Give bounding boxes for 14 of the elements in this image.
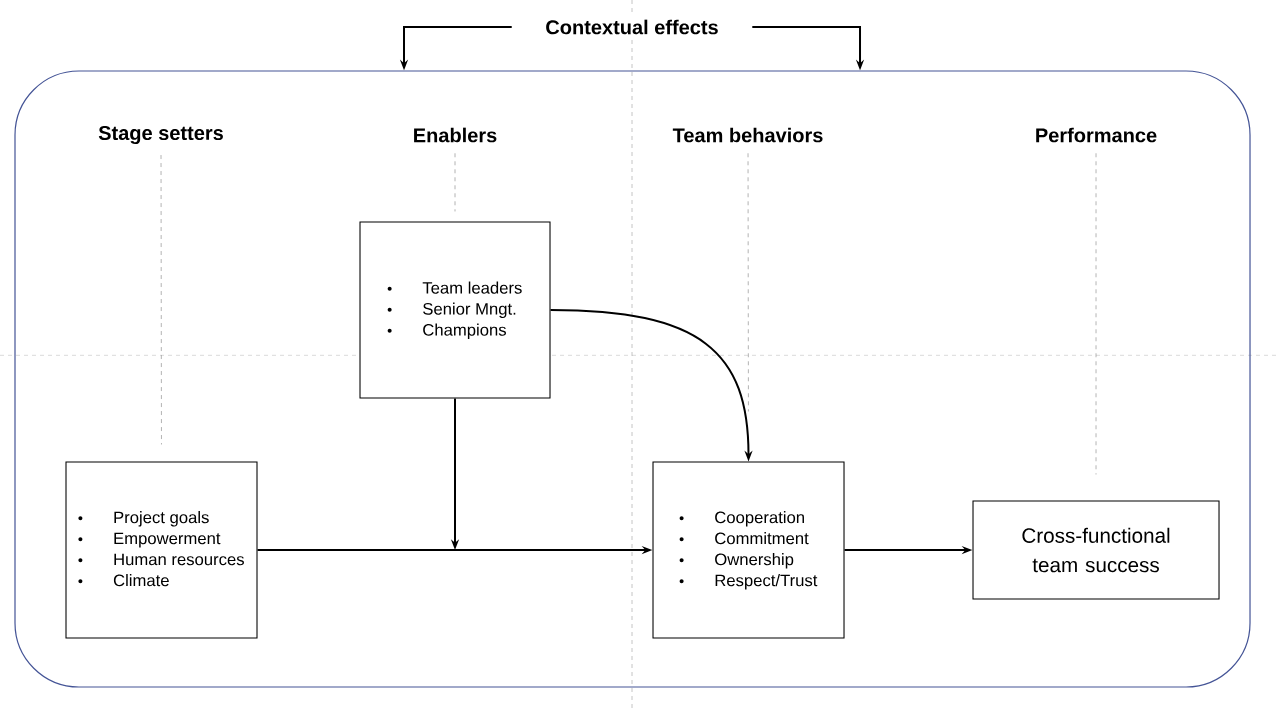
column-heading: Performance	[1036, 127, 1157, 143]
rounded-frame	[14, 70, 1251, 688]
bullet-list-box: Project goals Empowerment Human resources Climate	[65, 461, 258, 639]
dashed-line	[747, 152, 749, 412]
bullet-list-box: Cooperation Commitment Ownership Respect/Trust	[652, 461, 845, 639]
column-heading: Team behaviors	[672, 127, 823, 143]
column-heading: Stage setters	[98, 125, 223, 145]
heading-text: Contextual effects	[541, 15, 723, 39]
column-heading: Enablers	[414, 127, 497, 143]
dashed-line	[454, 152, 456, 212]
outcome-box: Cross-functional team success	[972, 500, 1220, 600]
bullet-list-box: Team leaders Senior Mngt. Champions	[359, 221, 551, 399]
dashed-line	[160, 154, 162, 445]
dashed-line	[1095, 152, 1097, 475]
